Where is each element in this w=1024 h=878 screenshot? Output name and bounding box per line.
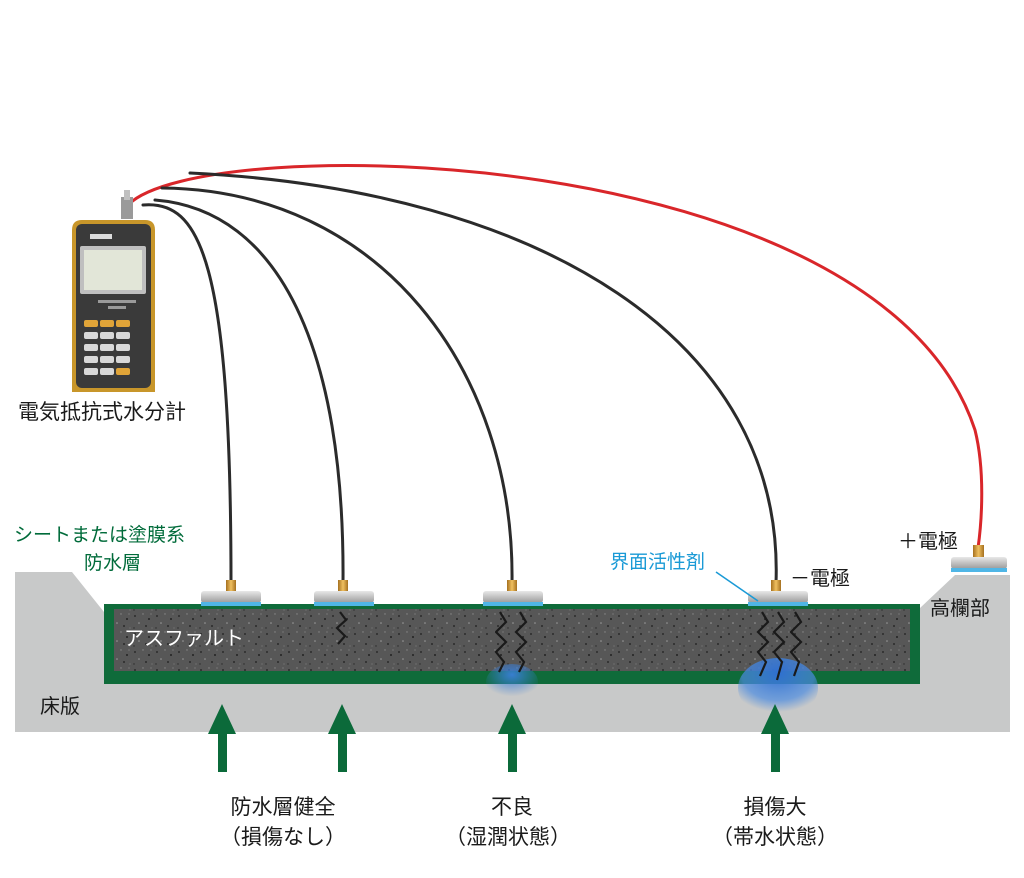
wire-4 xyxy=(188,171,778,585)
membrane-label: シートまたは塗膜系 xyxy=(14,523,185,546)
wire-3 xyxy=(160,186,514,585)
meter-label: 電気抵抗式水分計 xyxy=(18,400,186,424)
minus-electrode-label: －電極 xyxy=(790,566,850,590)
asphalt-label: アスファルト xyxy=(124,626,244,650)
electrode-3 xyxy=(483,580,543,606)
water-seep-small xyxy=(486,664,538,700)
membrane-label-2: 防水層 xyxy=(84,552,141,574)
arrow-1 xyxy=(208,704,236,772)
arrows xyxy=(208,704,789,772)
wire-1 xyxy=(141,203,233,585)
plus-electrode-label: ＋電極 xyxy=(898,529,958,553)
surfactant-leader xyxy=(715,571,759,602)
wires xyxy=(126,164,984,585)
slab-label: 床版 xyxy=(40,694,80,718)
wire-2 xyxy=(153,198,345,585)
surfactant-label: 界面活性剤 xyxy=(610,551,705,573)
state-3-title: 損傷大 xyxy=(744,795,807,819)
parapet-label: 高欄部 xyxy=(930,596,990,620)
state-1-title: 防水層健全 xyxy=(231,795,336,819)
electrode-plus xyxy=(951,545,1007,572)
arrow-4 xyxy=(761,704,789,772)
state-3-sub: （帯水状態） xyxy=(712,825,838,849)
electrode-2 xyxy=(314,580,374,606)
electrode-4 xyxy=(748,580,808,606)
state-2-sub: （湿潤状態） xyxy=(445,825,571,849)
water-seep-large xyxy=(738,658,818,718)
cracks xyxy=(335,611,803,681)
electrode-1 xyxy=(201,580,261,606)
arrow-3 xyxy=(498,704,526,772)
state-1-sub: （損傷なし） xyxy=(220,825,346,849)
state-2-title: 不良 xyxy=(491,795,533,819)
moisture-meter xyxy=(72,190,155,392)
wire-red xyxy=(126,164,984,550)
arrow-2 xyxy=(328,704,356,772)
